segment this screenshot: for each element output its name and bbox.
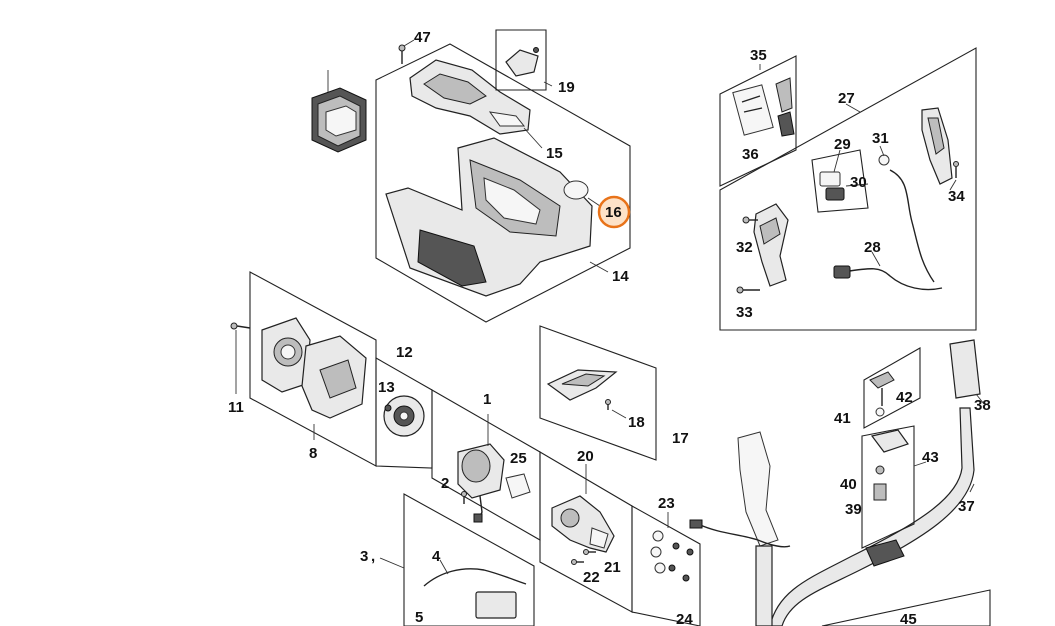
callout-1[interactable]: 1 <box>483 391 491 408</box>
callout-42[interactable]: 42 <box>896 389 913 406</box>
screw-icon <box>230 322 251 330</box>
callout-14[interactable]: 14 <box>612 268 629 285</box>
callout-22[interactable]: 22 <box>583 569 600 586</box>
callout-17[interactable]: 17 <box>672 430 689 447</box>
ghost-handle <box>737 431 779 547</box>
motor-group <box>431 389 541 541</box>
callout-45[interactable]: 45 <box>900 611 917 626</box>
callout-36[interactable]: 36 <box>742 146 759 163</box>
hardware-frame <box>631 505 701 626</box>
wire-harness <box>841 169 943 291</box>
callout-33[interactable]: 33 <box>736 304 753 321</box>
callout-19[interactable]: 19 <box>558 79 575 96</box>
gear-housing-group <box>539 451 633 613</box>
fan-housing-group <box>230 271 377 467</box>
screw-icon <box>571 559 584 565</box>
callout-34[interactable]: 34 <box>948 188 965 205</box>
callout-27[interactable]: 27 <box>838 90 855 107</box>
cable-loom <box>423 568 527 587</box>
callout-23[interactable]: 23 <box>658 495 675 512</box>
callout-32[interactable]: 32 <box>736 239 753 256</box>
callout-31[interactable]: 31 <box>872 130 889 147</box>
rear-handle-part <box>753 203 789 287</box>
callout-38[interactable]: 38 <box>974 397 991 414</box>
callout-labels: 47 19 15 16 14 35 27 29 31 36 30 34 32 2… <box>228 29 991 626</box>
callout-16-highlight[interactable] <box>597 195 631 229</box>
callout-47[interactable]: 47 <box>414 29 431 46</box>
housing-group <box>375 29 631 323</box>
callout-2[interactable]: 2 <box>441 475 449 492</box>
screw-icon <box>583 549 596 555</box>
screw-icon <box>605 399 611 410</box>
callout-20[interactable]: 20 <box>577 448 594 465</box>
callout-8[interactable]: 8 <box>309 445 317 462</box>
callout-24[interactable]: 24 <box>676 611 693 626</box>
part-45-frame <box>821 589 991 626</box>
grip-part <box>949 339 981 399</box>
filter-group <box>539 325 657 461</box>
bracket-frame <box>863 347 921 429</box>
callout-30[interactable]: 30 <box>850 174 867 191</box>
battery-pack-icon <box>311 70 367 153</box>
callout-39[interactable]: 39 <box>845 501 862 518</box>
hardware-group <box>631 505 701 626</box>
handle-tube-group <box>689 339 991 626</box>
screw-icon <box>953 161 959 178</box>
callout-15[interactable]: 15 <box>546 145 563 162</box>
callout-11[interactable]: 11 <box>228 399 244 416</box>
control-board-part <box>475 591 517 619</box>
callout-41[interactable]: 41 <box>834 410 851 427</box>
callout-4[interactable]: 4 <box>432 548 441 565</box>
callout-12[interactable]: 12 <box>396 344 413 361</box>
callout-28[interactable]: 28 <box>864 239 881 256</box>
trigger-group <box>719 47 977 331</box>
callout-18[interactable]: 18 <box>628 414 645 431</box>
handle-tube-part <box>769 407 975 626</box>
callout-25[interactable]: 25 <box>510 450 527 467</box>
callout-5[interactable]: 5 <box>415 609 423 626</box>
callout-29[interactable]: 29 <box>834 136 851 153</box>
clamp-frame <box>861 425 915 549</box>
screw-icon <box>736 286 760 294</box>
part-35-frame <box>719 55 797 187</box>
callout-35[interactable]: 35 <box>750 47 767 64</box>
callout-21[interactable]: 21 <box>604 559 621 576</box>
housing-group-frame <box>375 43 631 323</box>
screw-icon <box>461 491 467 504</box>
callout-3[interactable]: 3 <box>360 548 368 565</box>
fan-group <box>375 357 433 469</box>
callout-13[interactable]: 13 <box>378 379 395 396</box>
callout-43[interactable]: 43 <box>922 449 939 466</box>
electronics-group <box>379 493 535 626</box>
callout-40[interactable]: 40 <box>840 476 857 493</box>
screw-icon <box>742 216 758 224</box>
electronics-frame <box>403 493 535 626</box>
trigger-group-frame <box>719 47 977 331</box>
screw-icon <box>398 44 406 64</box>
callout-3-separator: , <box>371 548 375 565</box>
filter-frame <box>539 325 657 461</box>
callout-37[interactable]: 37 <box>958 498 975 515</box>
part-29-frame <box>811 149 869 213</box>
cover-19-frame <box>495 29 547 91</box>
callout-16[interactable]: 16 <box>605 204 622 221</box>
